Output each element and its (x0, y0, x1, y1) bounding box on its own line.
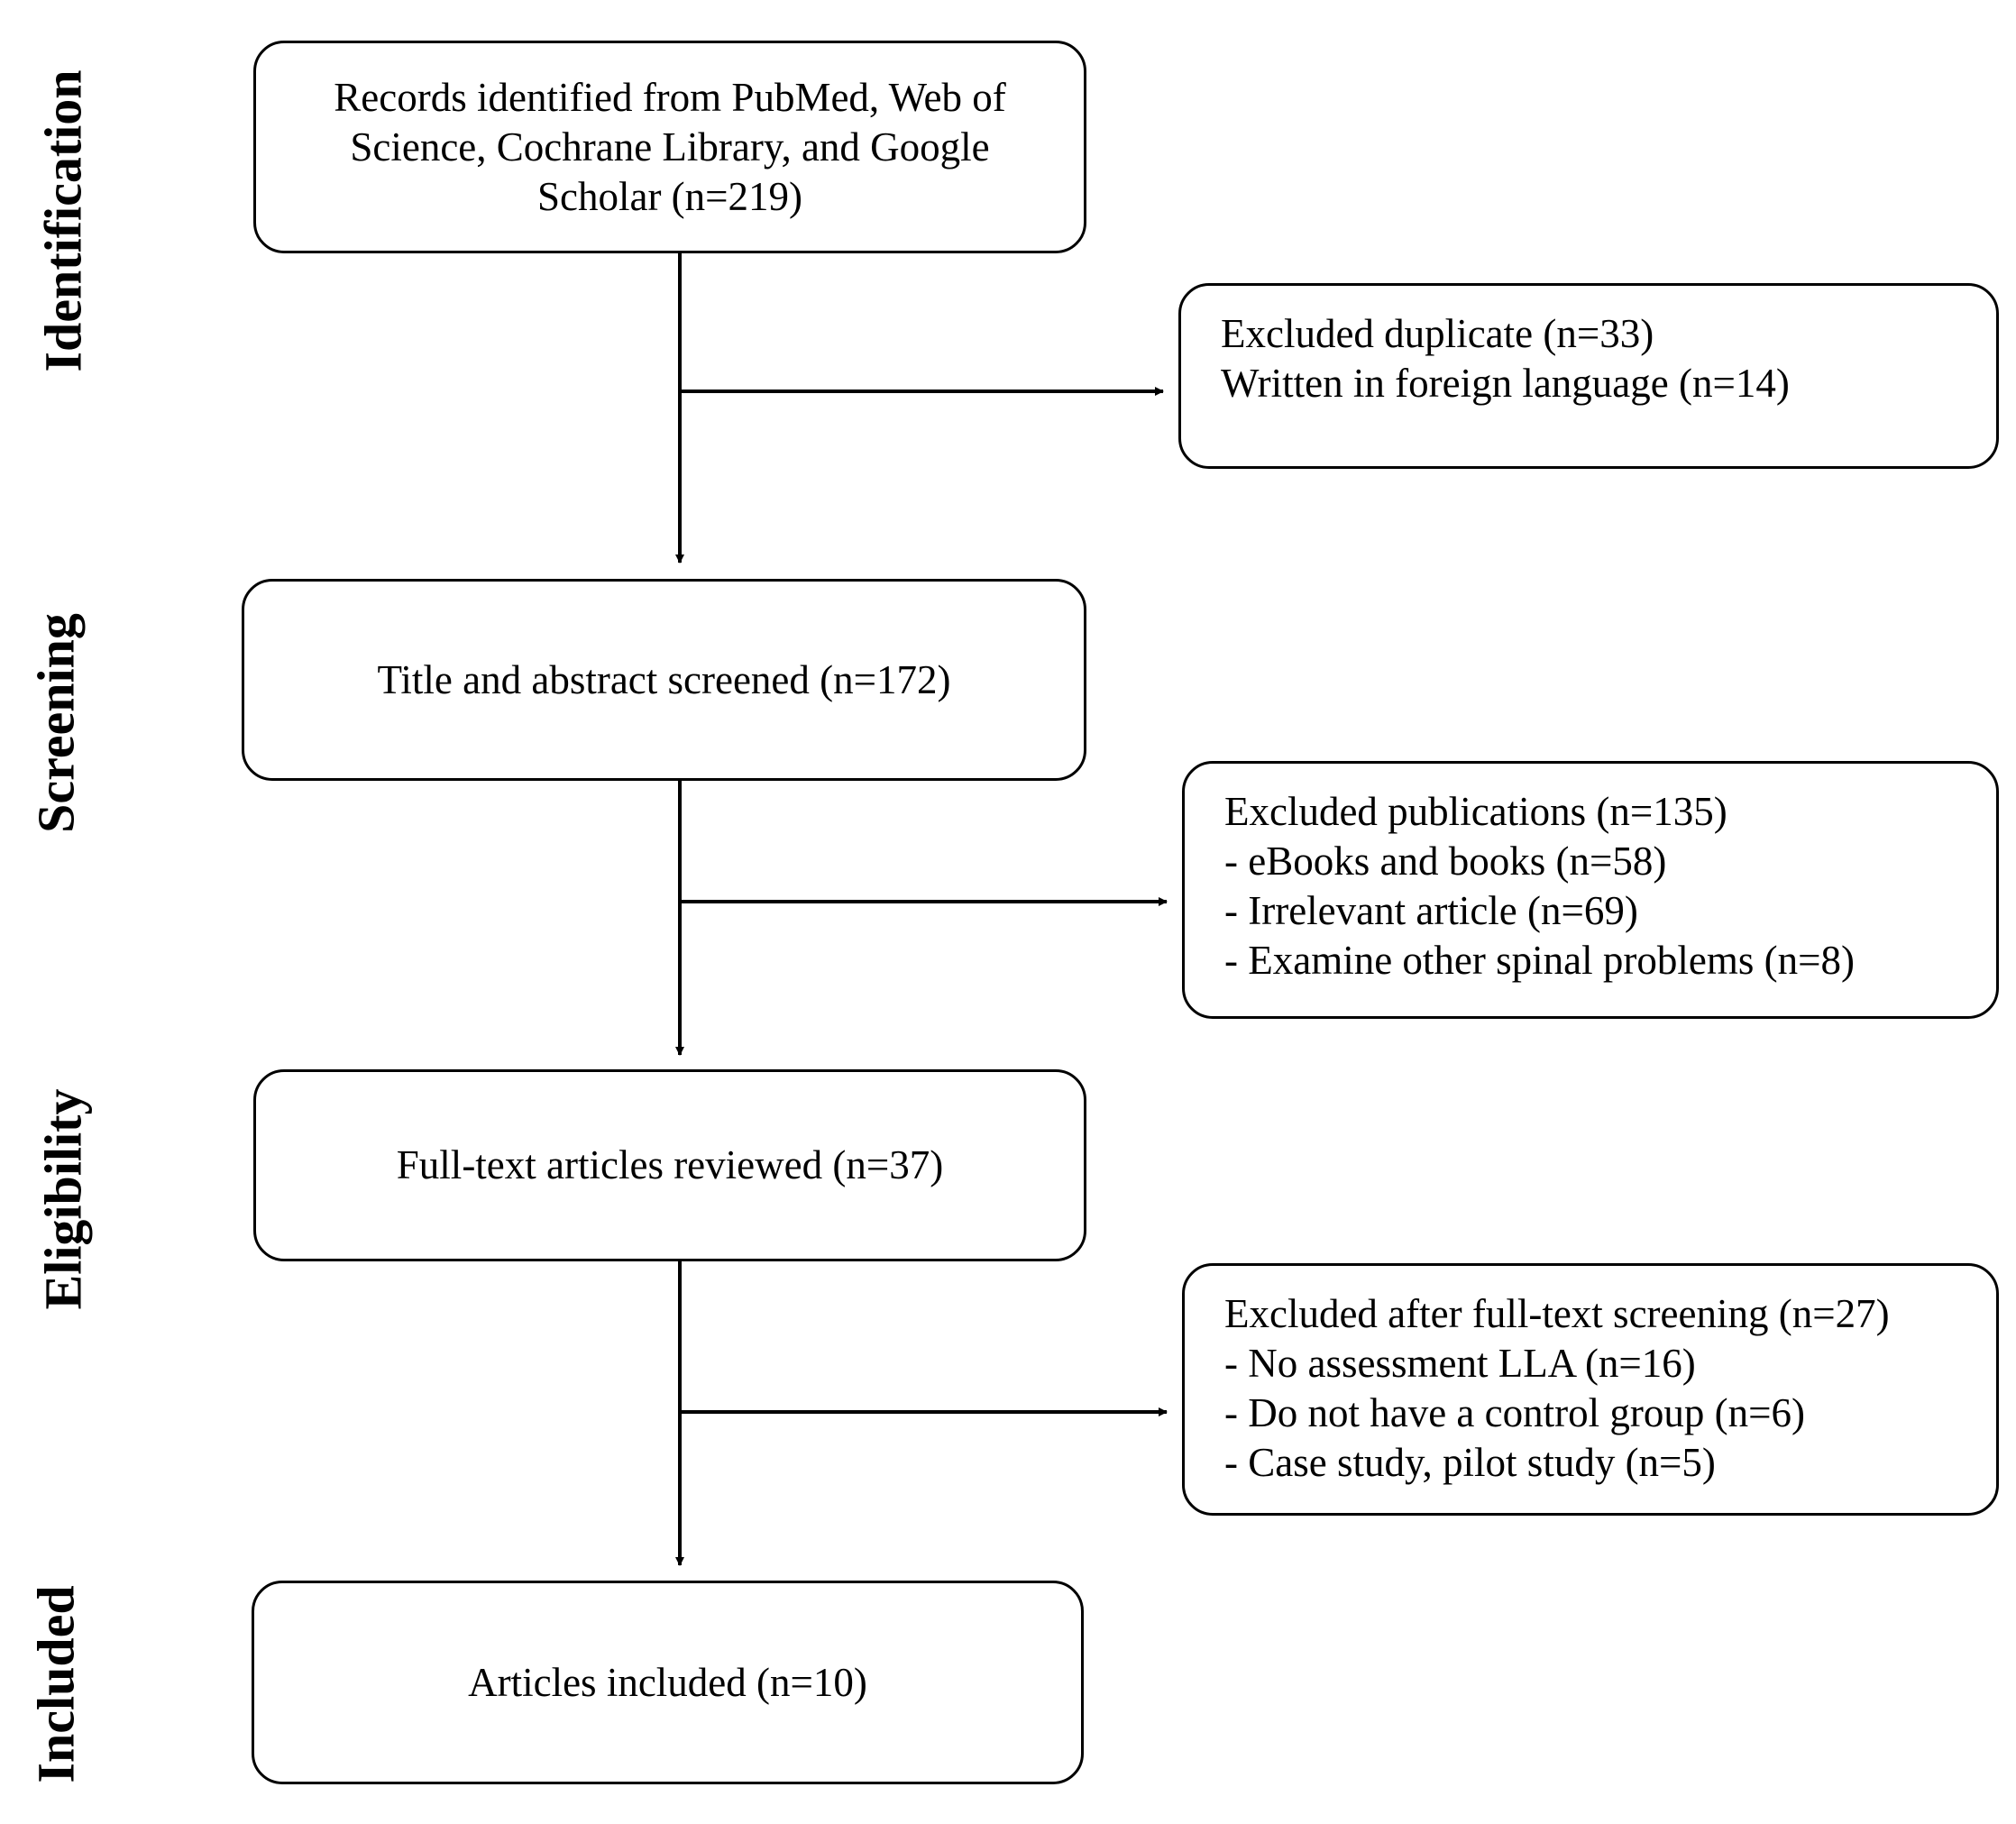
exclusion-line: Excluded publications (n=135) (1224, 789, 1727, 834)
exclusion-line: - Do not have a control group (n=6) (1224, 1390, 1805, 1435)
exclusion-line: - eBooks and books (n=58) (1224, 839, 1667, 884)
title-abstract-screened-box: Title and abstract screened (n=172) (242, 579, 1086, 781)
records-identified-line: Scholar (n=219) (536, 173, 803, 219)
exclusion-line: Excluded after full-text screening (n=27… (1224, 1291, 1890, 1336)
exclusion-line: - Irrelevant article (n=69) (1224, 888, 1638, 933)
exclusion-line: - Case study, pilot study (n=5) (1224, 1440, 1716, 1485)
excluded-full-text-box: Excluded after full-text screening (n=27… (1182, 1263, 1999, 1516)
stage-label-eligibility: Eligibility (33, 1088, 93, 1310)
articles-included-box: Articles included (n=10) (252, 1581, 1084, 1784)
stage-label-included: Included (26, 1585, 86, 1783)
records-identified-line: Records identified from PubMed, Web of (334, 74, 1006, 120)
exclusion-line: Excluded duplicate (n=33) (1221, 311, 1654, 356)
stage-label-screening: Screening (26, 613, 86, 833)
stage-label-identification: Identification (33, 69, 93, 372)
records-identified-box: Records identified from PubMed, Web of S… (253, 41, 1086, 253)
records-identified-line: Science, Cochrane Library, and Google (350, 124, 990, 170)
full-text-reviewed-box: Full-text articles reviewed (n=37) (253, 1069, 1086, 1261)
full-text-text: Full-text articles reviewed (n=37) (396, 1142, 944, 1187)
title-abstract-text: Title and abstract screened (n=172) (377, 656, 951, 702)
exclusion-line: - No assessment LLA (n=16) (1224, 1341, 1696, 1386)
exclusion-line: Written in foreign language (n=14) (1221, 361, 1790, 406)
excluded-publications-box: Excluded publications (n=135) - eBooks a… (1182, 761, 1999, 1019)
excluded-duplicates-box: Excluded duplicate (n=33) Written in for… (1178, 283, 1999, 469)
records-identified-text: Records identified from PubMed, Web of S… (334, 73, 1005, 222)
articles-included-text: Articles included (n=10) (468, 1659, 867, 1705)
exclusion-line: - Examine other spinal problems (n=8) (1224, 938, 1855, 983)
